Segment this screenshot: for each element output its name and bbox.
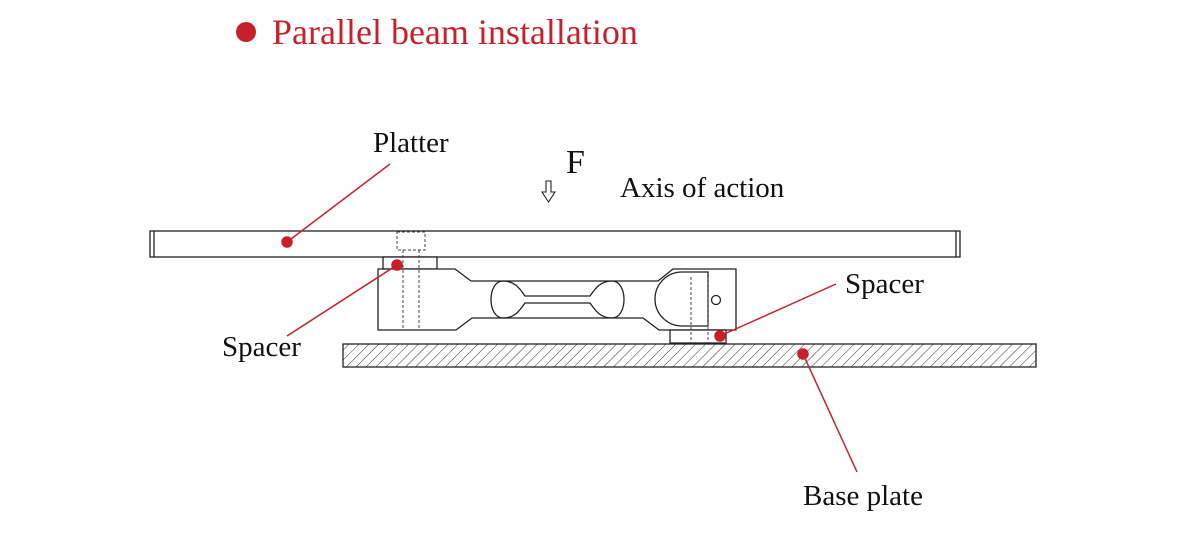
right-spacer-label: Spacer <box>845 268 924 300</box>
right-spacer-shape <box>669 329 727 344</box>
platter-leader <box>286 163 391 243</box>
title-row: Parallel beam installation <box>236 8 638 56</box>
platter-marker <box>281 236 293 248</box>
force-arrow-icon <box>540 180 557 204</box>
base-plate-marker <box>797 348 809 360</box>
base-plate-shape <box>342 343 1037 368</box>
title-bullet-icon <box>236 22 256 42</box>
left-spacer-shape <box>382 256 438 270</box>
left-spacer-marker <box>391 259 403 271</box>
mounting-hole-icon <box>710 294 722 306</box>
page-title: Parallel beam installation <box>272 12 638 52</box>
load-cell-end-window <box>654 271 709 327</box>
left-bolt-head <box>396 231 426 251</box>
load-cell-cutout <box>490 280 625 319</box>
base-plate-label: Base plate <box>803 480 923 512</box>
force-label: F <box>566 144 585 181</box>
right-spacer-leader <box>719 283 837 337</box>
load-cell-body <box>377 268 737 331</box>
platter-label: Platter <box>373 127 449 159</box>
left-spacer-leader <box>286 264 398 337</box>
left-spacer-label: Spacer <box>222 331 301 363</box>
axis-label: Axis of action <box>620 172 785 204</box>
base-plate-leader <box>802 353 858 473</box>
right-spacer-marker <box>714 330 726 342</box>
platter-shape <box>149 230 961 258</box>
